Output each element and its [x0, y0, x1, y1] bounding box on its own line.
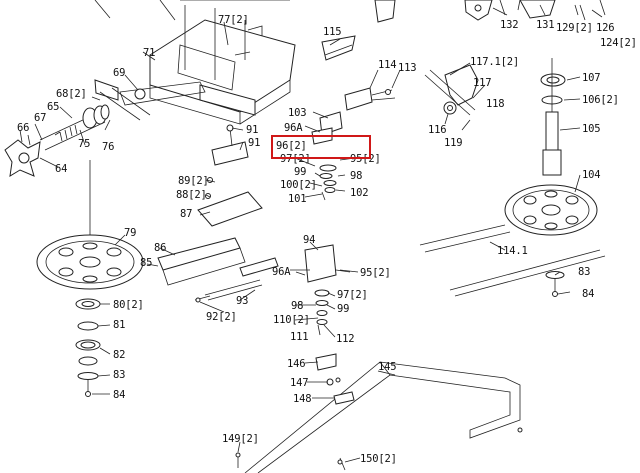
- part-label: 119: [444, 137, 462, 149]
- part-label: 71: [143, 47, 155, 59]
- handwheel-assembly: [4, 79, 151, 177]
- part-label: 96A: [272, 266, 291, 278]
- part-label: 84: [582, 288, 594, 300]
- part-label: 104: [582, 169, 600, 181]
- part-label: 100[2]: [280, 179, 317, 191]
- part-label: 111: [290, 331, 308, 343]
- part-label: 81: [113, 319, 125, 331]
- part-label: 102: [350, 187, 368, 199]
- part-label: 98: [291, 300, 303, 312]
- part-label: 93: [236, 295, 248, 307]
- part-label: 67: [34, 112, 46, 124]
- blade-guide-arm: [157, 237, 351, 336]
- part-label: 117: [473, 77, 491, 89]
- part-label: 107: [582, 72, 600, 84]
- part-label: 118: [486, 98, 504, 110]
- part-label: 114.1: [497, 245, 528, 257]
- part-label: 146: [287, 358, 305, 370]
- part-label: 150[2]: [360, 453, 397, 465]
- part-label: 124[2]: [600, 37, 637, 49]
- part-label: 129[2]: [556, 22, 593, 34]
- upper-frame: [94, 0, 296, 125]
- bottom-frame: [235, 353, 523, 473]
- part-label: 65: [47, 101, 59, 113]
- part-label: 89[2]: [178, 175, 209, 187]
- part-label: 110[2]: [273, 314, 310, 326]
- part-label: 76: [102, 141, 114, 153]
- part-label: 103: [288, 107, 306, 119]
- part-label: 99: [294, 166, 306, 178]
- part-label: 64: [55, 163, 67, 175]
- part-label: 113: [398, 62, 416, 74]
- part-label: 99: [337, 303, 349, 315]
- part-label: 91: [248, 137, 260, 149]
- part-label: 77[2]: [218, 14, 249, 26]
- part-label: 106[2]: [582, 94, 619, 106]
- part-label: 147: [290, 377, 308, 389]
- part-label: 91: [246, 124, 258, 136]
- part-label: 83: [578, 266, 590, 278]
- part-label: 117.1[2]: [470, 56, 519, 68]
- part-label: 105: [582, 123, 600, 135]
- highlight-box: [271, 135, 371, 159]
- part-label: 69: [113, 67, 125, 79]
- part-label: 92[2]: [206, 311, 237, 323]
- part-label: 132: [500, 19, 518, 31]
- part-label: 131: [536, 19, 554, 31]
- part-label: 114: [378, 59, 396, 71]
- part-label: 86: [154, 242, 166, 254]
- left-pulley-assembly: [36, 160, 144, 397]
- top-right-parts: [374, 0, 606, 23]
- part-label: 87: [180, 208, 192, 220]
- part-label: 66: [17, 122, 29, 134]
- part-label: 126: [596, 22, 614, 34]
- part-label: 94: [303, 234, 315, 246]
- part-label: 88[2]: [176, 189, 207, 201]
- part-label: 68[2]: [56, 88, 87, 100]
- part-label: 149[2]: [222, 433, 259, 445]
- part-label: 97[2]: [337, 289, 368, 301]
- part-label: 79: [124, 227, 136, 239]
- part-label: 82: [113, 349, 125, 361]
- part-label: 83: [113, 369, 125, 381]
- spindle-assembly: [419, 58, 606, 297]
- part-label: 112: [336, 333, 354, 345]
- part-label: 145: [378, 361, 396, 373]
- part-label: 148: [293, 393, 311, 405]
- part-label: 80[2]: [113, 299, 144, 311]
- part-label: 95[2]: [360, 267, 391, 279]
- part-label: 101: [288, 193, 306, 205]
- part-label: 75: [78, 138, 90, 150]
- part-label: 98: [350, 170, 362, 182]
- part-label: 84: [113, 389, 125, 401]
- part-labels: 132 131 129[2] 126 124[2] 77[2] 71 69 68…: [17, 14, 637, 465]
- part-label: 96A: [284, 122, 303, 134]
- leader-lines: [34, 4, 603, 463]
- part-label: 96[2]: [276, 140, 307, 152]
- part-label: 115: [323, 26, 341, 38]
- part-label: 116: [428, 124, 446, 136]
- part-label: 85: [140, 257, 152, 269]
